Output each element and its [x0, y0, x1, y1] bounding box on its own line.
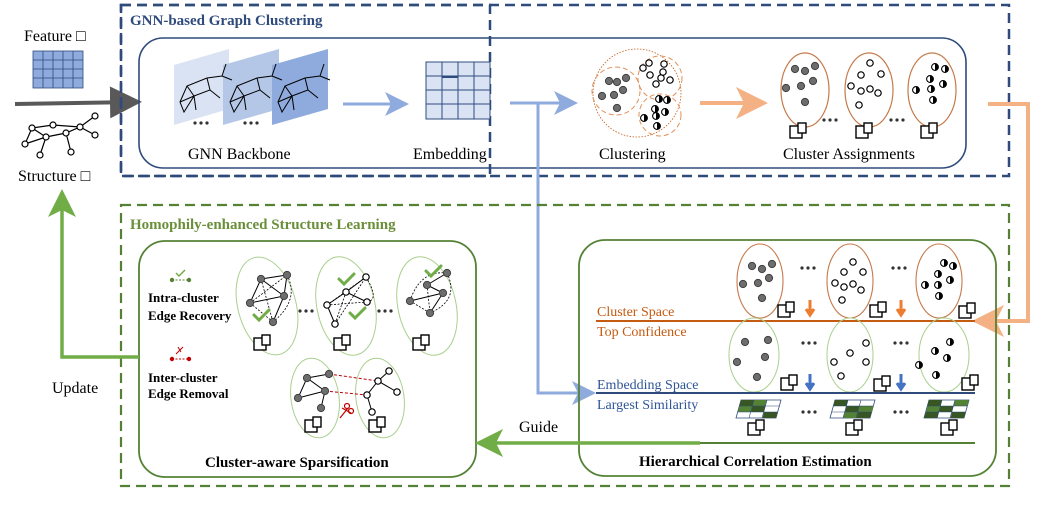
embedding-label: Embedding: [413, 146, 487, 163]
scissors-icon: [339, 402, 355, 419]
arrow-assignments-to-cluster-space: [972, 102, 1030, 337]
inter-cluster-label: Inter-cluster: [148, 370, 218, 385]
cluster-space-row: [736, 243, 976, 319]
structure-label: Structure □: [18, 168, 91, 185]
gnn-clustering-section: GNN-based Graph Clustering GNN Backbone …: [119, 3, 1011, 178]
removal-clusters: [290, 357, 405, 439]
cluster-space-label: Cluster Space: [597, 305, 674, 320]
cluster-assignments-label: Cluster Assignments: [783, 146, 915, 163]
similarity-matrices: [735, 399, 970, 436]
structure-learning-section: Homophily-enhanced Structure Learning In…: [119, 203, 1011, 488]
clustering-label: Clustering: [599, 146, 666, 163]
sparsification-panel: [138, 240, 477, 478]
sparsification-title: Cluster-aware Sparsification: [205, 455, 389, 471]
recovery-cluster-1: [235, 256, 299, 356]
guide-label: Guide: [519, 419, 558, 436]
update-arrow: [48, 189, 139, 359]
structure-graph-icon: [21, 112, 99, 159]
recovery-cluster-2: [315, 256, 377, 356]
correlation-panel: [578, 239, 997, 477]
largest-similarity-label: Largest Similarity: [597, 398, 698, 413]
top-confidence-label: Top Confidence: [597, 325, 687, 340]
correlation-title: Hierarchical Correlation Estimation: [639, 454, 872, 470]
intra-cluster-legend-icon: [169, 269, 192, 283]
gnn-backbone-label: GNN Backbone: [188, 146, 291, 163]
gnn-inner-panel: [138, 37, 967, 169]
gnn-backbone-icon: [174, 49, 331, 125]
edge-removal-label: Edge Removal: [148, 386, 229, 401]
embedding-space-row: [728, 317, 979, 393]
feature-label: Feature □: [24, 28, 86, 45]
inter-cluster-legend-icon: [169, 346, 192, 362]
arrow-embedding-to-embedding-space: [536, 103, 596, 405]
structure-section-title: Homophily-enhanced Structure Learning: [130, 217, 396, 233]
recovery-cluster-3: [396, 256, 458, 356]
input-panel: Feature □ Structure □: [14, 28, 142, 185]
cluster-assignments-icon: [780, 52, 957, 139]
structure-dashed-border: [119, 203, 1011, 488]
gnn-section-title: GNN-based Graph Clustering: [130, 13, 323, 29]
input-arrow: [14, 86, 142, 119]
intra-cluster-label: Intra-cluster: [148, 290, 219, 305]
embedding-matrix-icon: [425, 61, 491, 120]
update-label: Update: [52, 380, 98, 397]
clustering-icon: [591, 48, 683, 138]
embedding-space-label: Embedding Space: [597, 378, 698, 393]
edge-recovery-label: Edge Recovery: [148, 308, 232, 323]
feature-matrix-icon: [32, 50, 84, 89]
